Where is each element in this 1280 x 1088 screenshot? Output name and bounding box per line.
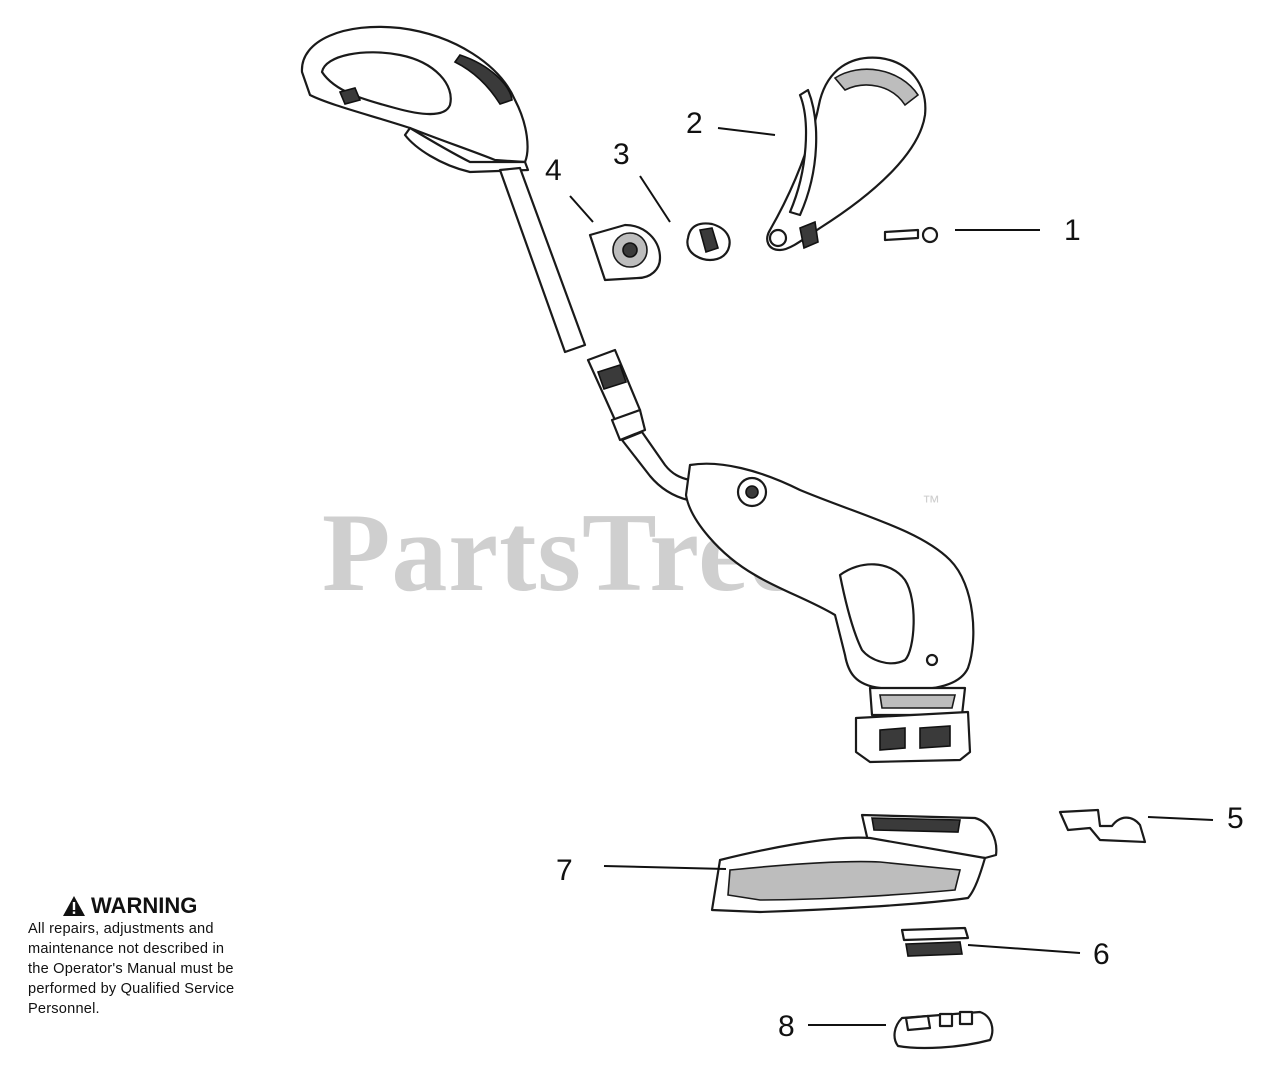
leader-lines	[569, 127, 1214, 1026]
warning-line: maintenance not described in	[28, 941, 225, 957]
part-5-blade	[1058, 808, 1147, 844]
warning-triangle-icon	[63, 896, 85, 916]
part-6-spring	[900, 926, 970, 957]
callout-7: 7	[556, 854, 573, 887]
callout-1: 1	[1064, 214, 1081, 247]
part-8-spool-cap	[893, 1010, 994, 1050]
warning-line: the Operator's Manual must be	[28, 961, 234, 977]
warning-line: Personnel.	[28, 1001, 100, 1017]
upper-handle	[300, 25, 530, 174]
part-3-knob-insert	[686, 222, 731, 262]
part-4-knob	[588, 223, 662, 282]
callout-5: 5	[1227, 802, 1244, 835]
warning-title: WARNING	[62, 893, 298, 919]
part-2-handle-grip	[766, 56, 927, 252]
warning-body: All repairs, adjustments and maintenance…	[28, 919, 298, 1019]
watermark-trademark: ™	[922, 492, 940, 512]
part-1-screw	[883, 226, 939, 244]
warning-line: All repairs, adjustments and	[28, 921, 214, 937]
callout-3: 3	[613, 138, 630, 171]
callout-8: 8	[778, 1010, 795, 1043]
callout-4: 4	[545, 154, 562, 187]
part-7-guard	[710, 813, 998, 914]
callout-6: 6	[1093, 938, 1110, 971]
warning-notice: WARNING All repairs, adjustments and mai…	[28, 893, 298, 1019]
warning-line: performed by Qualified Service	[28, 981, 235, 997]
trimmer-shaft	[498, 166, 692, 502]
callout-2: 2	[686, 107, 703, 140]
warning-title-text: WARNING	[91, 893, 198, 918]
motor-housing	[684, 462, 975, 764]
